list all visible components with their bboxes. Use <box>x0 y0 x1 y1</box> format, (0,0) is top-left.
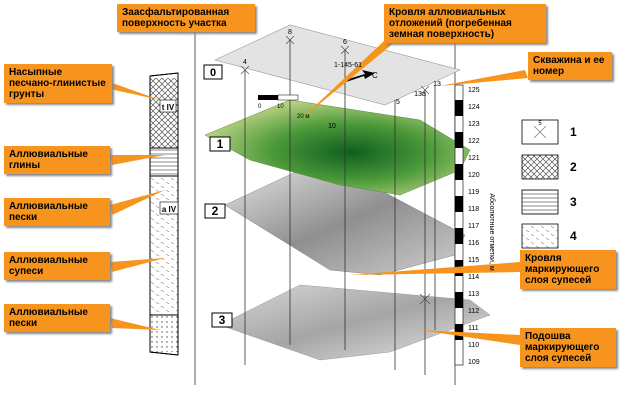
legend <box>521 119 559 249</box>
tick-113: 113 <box>468 291 479 298</box>
scale-bar <box>258 94 299 101</box>
callout-marker-base: Подошва маркирующего слоя супесей <box>520 328 616 367</box>
axis-ticks: 125 124 123 122 121 120 119 118 117 116 … <box>468 87 480 366</box>
north-arrow-icon <box>345 70 375 82</box>
surface-3 <box>219 284 491 361</box>
well-8-label: 8 <box>288 29 292 36</box>
well-10-label: 10 <box>328 123 336 130</box>
tick-119: 119 <box>468 189 479 196</box>
surface-1-tag: 1 <box>217 137 224 151</box>
callout-marker-roof: Кровля маркирующего слоя супесей <box>520 250 616 289</box>
callout-leaders <box>90 30 528 345</box>
tick-109: 109 <box>468 359 480 366</box>
legend-item-2: 2 <box>570 160 577 174</box>
callout-alluvial-clays: Аллювиальные глины <box>4 146 110 174</box>
surface-2-tag: 2 <box>212 204 219 218</box>
tick-122: 122 <box>468 138 480 145</box>
scale-20: 20 м <box>297 114 309 120</box>
column-label-aiv: a IV <box>162 205 177 214</box>
tick-116: 116 <box>468 240 479 247</box>
tick-115: 115 <box>468 257 479 264</box>
tick-120: 120 <box>468 172 480 179</box>
tick-123: 123 <box>468 121 480 128</box>
well-13-label: 13 <box>433 81 441 88</box>
well-13a-label: 13а <box>414 91 426 98</box>
column-label-tiv: t IV <box>162 103 175 112</box>
callout-alluvial-roof: Кровля аллювиальных отложений (погребенн… <box>384 4 546 43</box>
tick-112: 112 <box>468 308 479 315</box>
callout-well: Скважина и ее номер <box>528 52 612 80</box>
tick-121: 121 <box>468 155 480 162</box>
callout-alluvial-sands-2: Аллювиальные пески <box>4 304 110 332</box>
callout-fill-soils: Насыпные песчано-глинистые грунты <box>4 64 112 103</box>
legend-item-4: 4 <box>570 229 577 243</box>
section-label: 1-145-61 <box>334 62 362 69</box>
callout-asphalt-surface: Заасфальтированная поверхность участка <box>117 4 255 32</box>
well-5-label: 5 <box>396 99 400 106</box>
well-markers <box>240 35 431 305</box>
surface-0-tag: 0 <box>210 67 216 79</box>
legend-item-1: 1 <box>570 125 577 139</box>
surface-3-tag: 3 <box>219 313 226 327</box>
tick-110: 110 <box>468 342 479 349</box>
scale-0: 0 <box>258 104 262 110</box>
axis-title: Абсолютные отметки, м <box>488 193 496 271</box>
legend-sample-well: 5 <box>538 121 542 127</box>
surface-tags <box>203 64 233 328</box>
tick-111: 111 <box>468 325 479 332</box>
wells <box>244 40 436 375</box>
callout-alluvial-loams: Аллювиальные супеси <box>4 252 110 280</box>
stratigraphic-column <box>149 72 179 356</box>
tick-118: 118 <box>468 206 479 213</box>
tick-124: 124 <box>468 104 480 111</box>
legend-item-3: 3 <box>570 195 577 209</box>
scale-10: 10 <box>277 104 284 110</box>
tick-114: 114 <box>468 274 479 281</box>
tick-125: 125 <box>468 87 480 94</box>
tick-117: 117 <box>468 223 479 230</box>
surface-0 <box>214 24 461 106</box>
well-6-label: 6 <box>343 39 347 46</box>
callout-alluvial-sands-1: Аллювиальные пески <box>4 198 110 226</box>
well-4-label: 4 <box>243 59 247 66</box>
compass-label: С <box>372 71 378 80</box>
